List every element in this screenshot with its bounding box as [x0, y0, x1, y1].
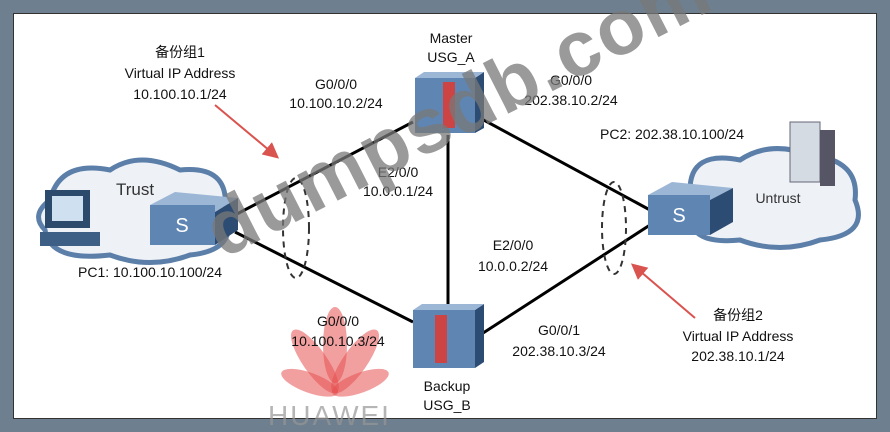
usga-g0r-ip: 202.38.10.2/24	[524, 92, 618, 108]
pc2-label: PC2: 202.38.10.100/24	[599, 126, 745, 142]
vrrp-group2-ellipse	[601, 181, 627, 275]
group2-vip-label: Virtual IP Address	[682, 328, 794, 344]
usga-g0-if: G0/0/0	[314, 76, 358, 92]
usgb-g1-if: G0/0/1	[537, 322, 581, 338]
link-trust-usgb	[234, 230, 414, 324]
group1-vip: 10.100.10.1/24	[133, 86, 227, 102]
link-usga-untrust	[479, 116, 651, 212]
arrow-group2	[630, 263, 696, 319]
pc2-server-icon	[789, 121, 835, 186]
usgb-g0-ip: 10.100.10.3/24	[291, 333, 385, 349]
untrust-switch-icon: S	[648, 182, 733, 235]
trust-switch-icon: S	[150, 192, 238, 245]
svg-text:S: S	[175, 215, 188, 237]
usgb-g1-ip: 202.38.10.3/24	[512, 343, 606, 359]
group1-name: 备份组1	[155, 44, 205, 60]
usgb-e2-if: E2/0/0	[492, 237, 534, 253]
group2-vip: 202.38.10.1/24	[691, 348, 785, 364]
usga-e2-ip: 10.0.0.1/24	[362, 183, 434, 199]
pc1-label: PC1: 10.100.10.100/24	[77, 264, 223, 280]
pc1-icon	[40, 190, 100, 246]
usg-b-firewall-icon	[413, 304, 484, 368]
group1-vip-label: Virtual IP Address	[124, 65, 236, 81]
link-trust-usga	[234, 120, 414, 217]
usgb-role: Backup	[423, 378, 471, 394]
link-usgb-untrust	[479, 223, 651, 337]
trust-label: Trust	[115, 180, 155, 199]
usgb-e2-ip: 10.0.0.2/24	[477, 258, 549, 274]
usga-name: USG_A	[427, 49, 475, 65]
huawei-logo	[281, 307, 389, 397]
usgb-name: USG_B	[423, 397, 471, 413]
usga-g0r-if: G0/0/0	[549, 72, 593, 88]
svg-text:S: S	[672, 205, 685, 227]
usga-g0-ip: 10.100.10.2/24	[289, 95, 383, 111]
huawei-logo-text: HUAWEI	[268, 400, 391, 431]
arrow-group1	[214, 104, 280, 159]
group2-name: 备份组2	[713, 307, 763, 323]
vrrp-group1-ellipse	[282, 177, 310, 279]
usg-a-firewall-icon	[415, 72, 484, 133]
usgb-g0-if: G0/0/0	[316, 313, 360, 329]
untrust-label: Untrust	[755, 190, 801, 206]
usga-e2-if: E2/0/0	[377, 164, 419, 180]
usga-role: Master	[429, 30, 473, 46]
